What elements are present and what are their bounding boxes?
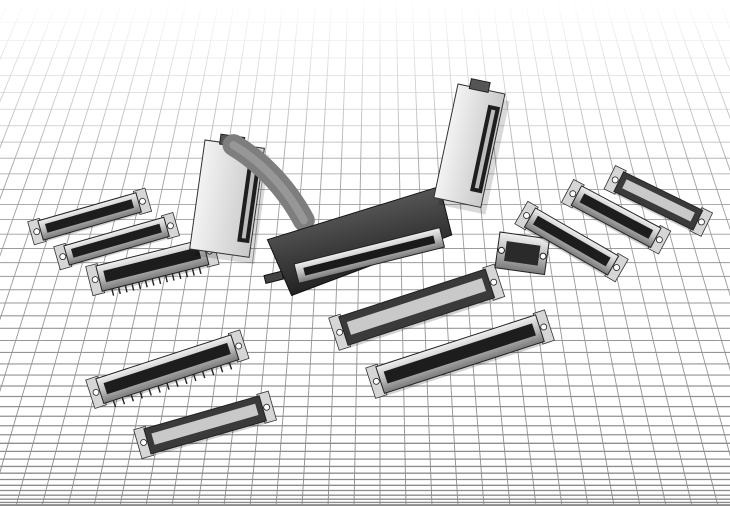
connector-d-sub-3 <box>85 234 220 297</box>
connector-hood-8 <box>433 78 510 215</box>
connector-d-sub-2 <box>53 212 180 271</box>
connector-ribbon-10 <box>365 309 555 399</box>
connectors-group <box>27 78 714 460</box>
connector-ribbon-4 <box>85 329 250 409</box>
connector-d-sub-12 <box>514 200 629 283</box>
connector-hood-6 <box>189 133 270 265</box>
connector-ribbon-9 <box>328 263 506 351</box>
connector-d-sub-14 <box>603 165 714 237</box>
connector-ribbon-5 <box>133 390 278 460</box>
connector-small-11 <box>494 231 551 276</box>
connector-d-sub-1 <box>27 187 153 246</box>
connector-cable-plug-7 <box>222 134 453 297</box>
connector-d-sub-13 <box>560 178 672 255</box>
